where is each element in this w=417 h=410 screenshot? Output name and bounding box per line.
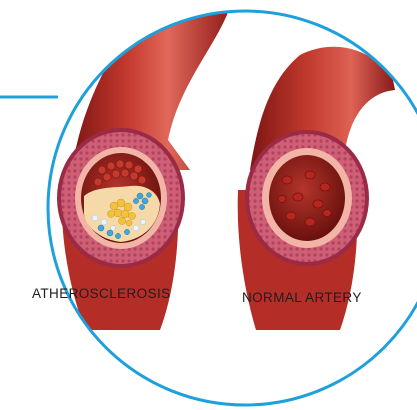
normal-artery-cross-section — [245, 130, 369, 266]
atherosclerosis-cross-section — [57, 128, 185, 268]
normal-artery-label: NORMAL ARTERY — [242, 290, 362, 305]
atherosclerosis-label: ATHEROSCLEROSIS — [32, 286, 171, 301]
